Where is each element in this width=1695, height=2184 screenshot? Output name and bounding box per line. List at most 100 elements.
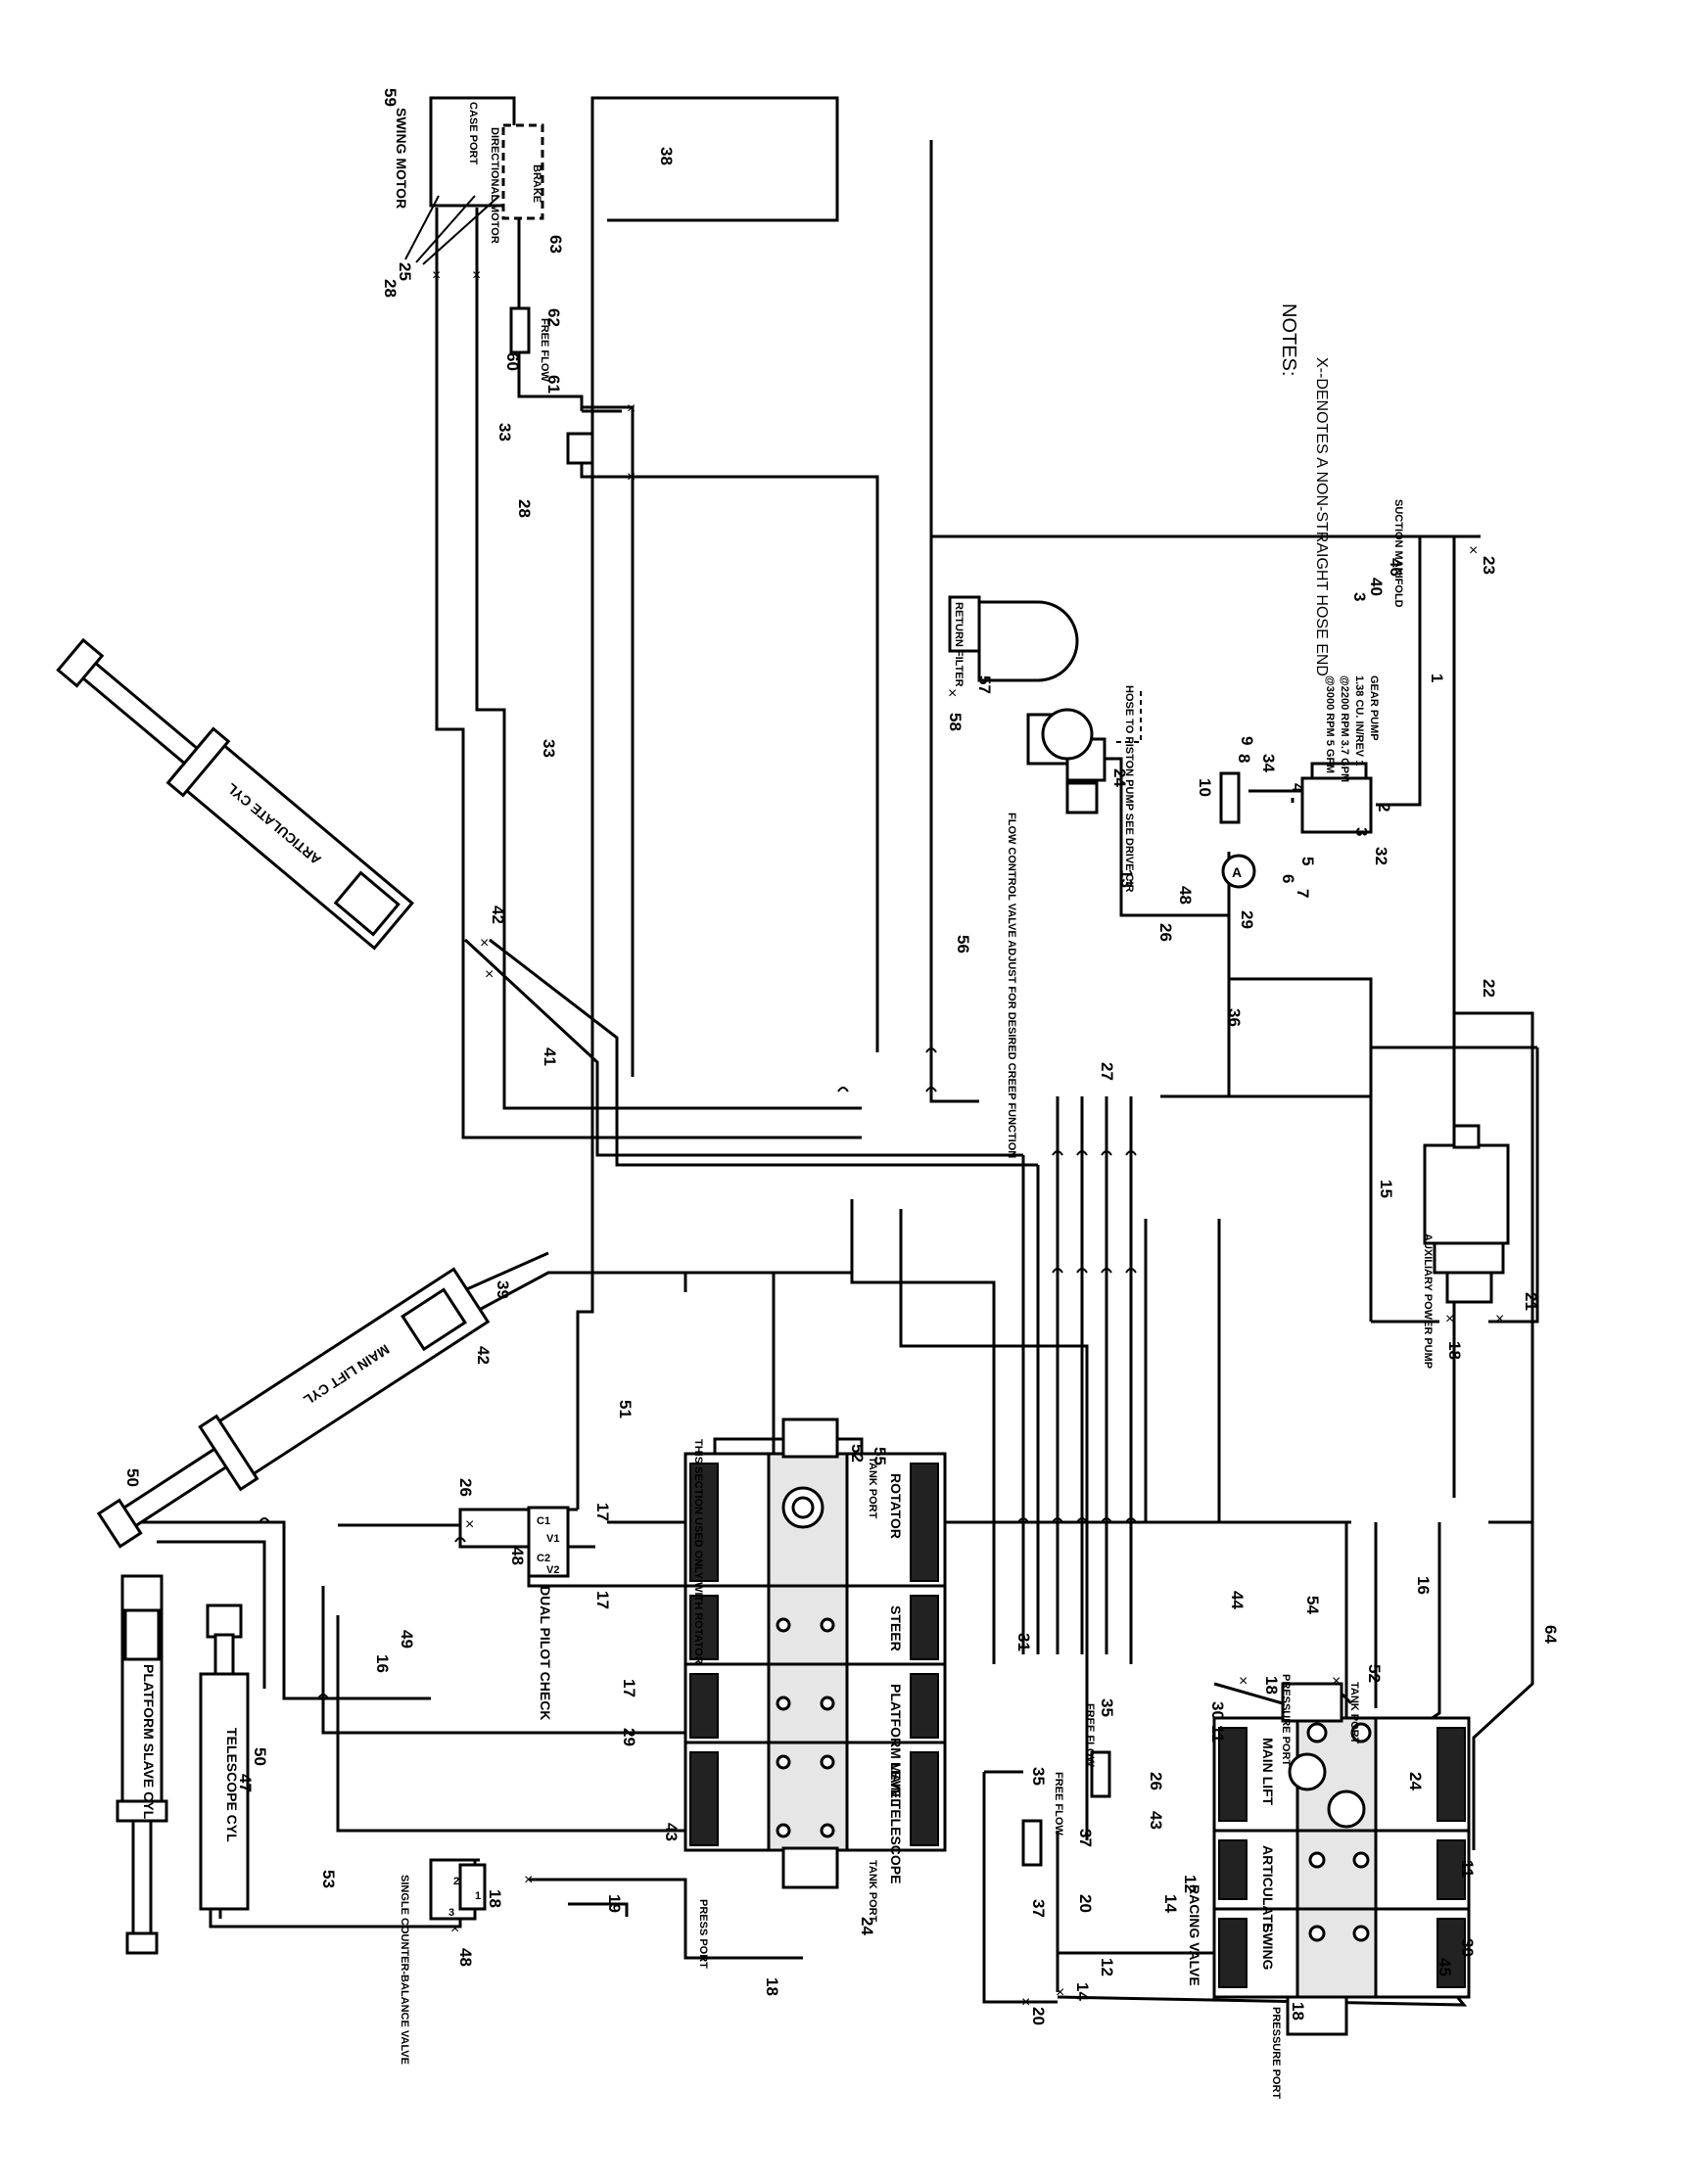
spool-label-steer: STEER bbox=[888, 1605, 904, 1651]
callouts: 59 38 28 25 63 62 60 61 33 28 33 42 41 5… bbox=[123, 88, 1560, 2025]
callout-18c: 18 bbox=[1289, 2002, 1307, 2021]
racing-pressure-port-label: PRESSURE PORT bbox=[1280, 1674, 1292, 1766]
platform-slave-cyl-rod bbox=[131, 1819, 153, 1940]
callout-13: 13 bbox=[1117, 869, 1136, 888]
callout-41: 41 bbox=[541, 1047, 559, 1066]
callout-30a: 30 bbox=[1208, 1701, 1227, 1720]
callout-30b: 30 bbox=[1458, 1938, 1477, 1957]
gear-pump-line4: @3000 RPM 5 GPM bbox=[1324, 675, 1336, 773]
svg-text:1: 1 bbox=[475, 1890, 481, 1902]
callout-51: 51 bbox=[616, 1400, 635, 1418]
directional-motor-label: DIRECTIONAL MOTOR bbox=[489, 127, 500, 244]
callout-63: 63 bbox=[546, 235, 565, 254]
main-lift-cyl-gland bbox=[198, 1414, 259, 1492]
callout-37b: 37 bbox=[1076, 1829, 1095, 1847]
racing-tank-port-label: TANK PORT bbox=[1348, 1682, 1360, 1744]
articulate-cyl-rod bbox=[76, 658, 207, 772]
left-tank-port-label-b: TANK PORT bbox=[867, 1457, 878, 1519]
swing-free-flow-valve bbox=[509, 306, 531, 354]
callout-11b: 11 bbox=[1458, 1860, 1477, 1878]
flow-control-valve: FLOW CONTROL VALVE ADJUST FOR DESIRED CR… bbox=[1006, 685, 1142, 1158]
return-filter-label: RETURN FILTER bbox=[953, 602, 965, 687]
svg-text:×: × bbox=[1021, 1994, 1030, 2011]
callout-17c: 17 bbox=[620, 1679, 638, 1697]
callout-49: 49 bbox=[398, 1630, 416, 1649]
callout-26c: 26 bbox=[1147, 1772, 1165, 1790]
callout-15: 15 bbox=[1377, 1180, 1395, 1198]
callout-33a: 33 bbox=[495, 423, 514, 441]
callout-14b: 14 bbox=[1073, 1982, 1092, 2001]
svg-text:×: × bbox=[1469, 542, 1478, 559]
callout-46: 46 bbox=[1387, 558, 1405, 577]
callout-16b: 16 bbox=[1414, 1576, 1433, 1595]
counter-balance-label: SINGLE COUNTER-BALANCE VALVE bbox=[399, 1875, 410, 2065]
callout-43a: 43 bbox=[1147, 1811, 1165, 1830]
callout-26a: 26 bbox=[1156, 923, 1175, 942]
callout-61: 61 bbox=[544, 375, 563, 394]
callout-28b: 28 bbox=[515, 499, 534, 518]
callout-48b: 48 bbox=[508, 1547, 527, 1565]
callout-39: 39 bbox=[494, 1280, 512, 1299]
callout-52b: 52 bbox=[1365, 1664, 1384, 1683]
svg-text:×: × bbox=[627, 400, 636, 417]
articulate-cyl-rod-end bbox=[56, 637, 105, 688]
platform-slave-cyl-label: PLATFORM SLAVE CYL bbox=[141, 1664, 157, 1820]
callout-48a: 48 bbox=[1176, 886, 1195, 905]
racing-valve-bank: MAIN LIFT ARTICULATE SWING RACING VALVE … bbox=[1187, 1674, 1471, 2099]
callout-4: 4 bbox=[1289, 783, 1307, 793]
creep-valve-body bbox=[1219, 771, 1241, 824]
gear-pump-line3: @2200 RPM 3.7 GPM bbox=[1339, 675, 1350, 782]
crossover-marks bbox=[259, 1047, 1137, 1699]
callout-59: 59 bbox=[381, 88, 400, 107]
callout-18a: 18 bbox=[1445, 1341, 1464, 1360]
callout-23: 23 bbox=[1480, 556, 1498, 575]
callout-57: 57 bbox=[975, 675, 994, 694]
svg-text:×: × bbox=[485, 966, 494, 983]
callout-3b: 3 bbox=[1350, 592, 1369, 601]
callout-43b: 43 bbox=[662, 1823, 681, 1841]
spool-label-main-lift: MAIN LIFT bbox=[1260, 1738, 1276, 1806]
callout-53: 53 bbox=[319, 1870, 338, 1888]
case-port-label: CASE PORT bbox=[467, 102, 479, 164]
callout-36: 36 bbox=[1225, 1008, 1244, 1027]
spool-label-main-telescope: MAIN TELESCOPE bbox=[888, 1762, 904, 1883]
callout-6: 6 bbox=[1279, 874, 1297, 883]
callout-54: 54 bbox=[1303, 1596, 1322, 1614]
svg-text:×: × bbox=[1239, 1673, 1248, 1690]
callout-47: 47 bbox=[236, 1774, 255, 1792]
svg-text:×: × bbox=[524, 1872, 533, 1888]
free-flow-valve-b bbox=[1090, 1750, 1111, 1798]
spool-label-articulate: ARTICULATE bbox=[1260, 1845, 1276, 1931]
gear-pump-body bbox=[1300, 776, 1373, 834]
creep-valve: A bbox=[1219, 771, 1256, 889]
return-filter: RETURN FILTER bbox=[948, 595, 1079, 687]
callout-28a: 28 bbox=[381, 279, 400, 298]
callout-38: 38 bbox=[657, 147, 676, 165]
callout-48c: 48 bbox=[456, 1948, 475, 1967]
svg-text:×: × bbox=[450, 1921, 459, 1937]
main-lift-cyl-port-block bbox=[400, 1287, 467, 1352]
callout-18e: 18 bbox=[486, 1889, 504, 1908]
callout-14a: 14 bbox=[1161, 1894, 1180, 1913]
callout-31: 31 bbox=[1014, 1633, 1033, 1651]
svg-text:×: × bbox=[1056, 1984, 1064, 2001]
platform-slave-cyl-rod-end bbox=[125, 1931, 159, 1955]
telescope-cyl-label: TELESCOPE CYL bbox=[224, 1728, 240, 1842]
aux-pump-fitting bbox=[1445, 1271, 1493, 1304]
platform-slave-cylinder: PLATFORM SLAVE CYL bbox=[116, 1574, 168, 1955]
callout-62: 62 bbox=[544, 308, 563, 327]
callout-12a: 12 bbox=[1181, 1875, 1200, 1893]
left-valve-bank: MAIN TELESCOPE PLATFORM LEVEL STEER ROTA… bbox=[683, 1417, 947, 1969]
callout-64: 64 bbox=[1541, 1625, 1560, 1644]
telescope-cyl-rod-end bbox=[206, 1603, 243, 1639]
articulate-cylinder: ARTICULATE CYL bbox=[56, 637, 414, 951]
spool-label-swing: SWING bbox=[1260, 1924, 1276, 1971]
dual-pilot-check-label: DUAL PILOT CHECK bbox=[538, 1586, 553, 1720]
telescope-cyl-barrel bbox=[199, 1672, 250, 1911]
callout-18b: 18 bbox=[1262, 1676, 1281, 1695]
left-press-port-label: PRESS PORT bbox=[697, 1899, 709, 1969]
svg-text:3: 3 bbox=[448, 1907, 454, 1919]
return-filter-bowl bbox=[977, 600, 1079, 682]
callout-42a: 42 bbox=[489, 906, 507, 924]
callout-35a: 35 bbox=[1029, 1767, 1048, 1786]
